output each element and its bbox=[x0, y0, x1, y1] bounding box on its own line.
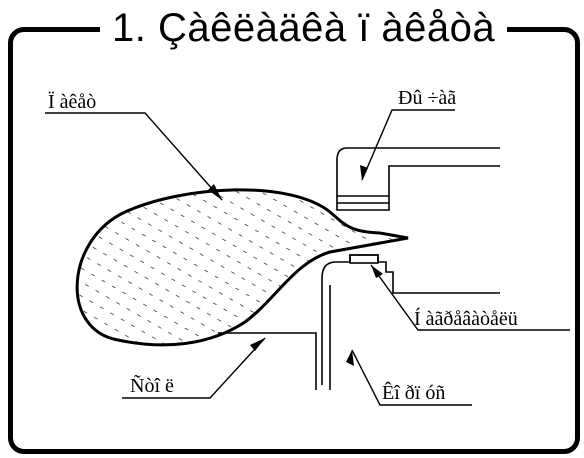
packet-leader bbox=[45, 112, 223, 201]
label-magnet: Í àãðåâàòåëü bbox=[414, 307, 518, 330]
lever-leader bbox=[361, 109, 455, 181]
packet-bag bbox=[75, 188, 409, 347]
arrowhead-housing bbox=[346, 350, 354, 366]
table-leader bbox=[122, 337, 266, 399]
arrowhead-magnet bbox=[371, 265, 383, 278]
label-housing: Êî ðï óñ bbox=[382, 381, 445, 404]
label-lever: Ðû ÷àã bbox=[398, 87, 456, 109]
label-packet: Ï àêåò bbox=[48, 90, 96, 113]
arrowhead-packet bbox=[208, 184, 222, 200]
lever-shape bbox=[336, 147, 500, 211]
table-shape bbox=[218, 332, 317, 390]
magnet-leader bbox=[370, 264, 570, 331]
heater-housing bbox=[321, 254, 500, 390]
label-table: Ñòî ë bbox=[130, 373, 174, 397]
arrowhead-table bbox=[250, 338, 265, 351]
diagram-title: 1. Çàêëàäêà ï àêåòà bbox=[100, 0, 508, 56]
housing-leader bbox=[351, 349, 472, 406]
arrowhead-lever bbox=[360, 165, 368, 180]
